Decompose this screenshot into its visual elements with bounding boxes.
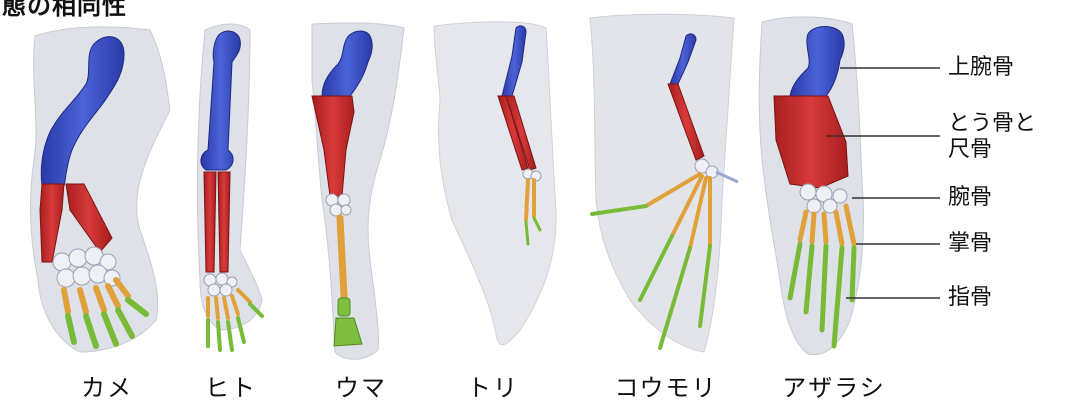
panel-human: [197, 24, 262, 350]
caption-turtle: カメ: [72, 368, 142, 403]
legend-label-radius-ulna: とう骨と 尺骨: [948, 111, 1058, 163]
caption-human: ヒト: [196, 368, 266, 403]
bird-skin: [434, 22, 556, 345]
caption-seal: アザラシ: [774, 368, 894, 403]
caption-horse: ウマ: [326, 368, 396, 403]
panel-bird: [434, 22, 556, 345]
legend-label-phalanges: 指骨: [948, 285, 992, 311]
panel-horse: [312, 23, 404, 359]
bat-skin: [590, 14, 734, 352]
legend-label-humerus: 上腕骨: [948, 55, 1014, 81]
caption-bird: トリ: [458, 368, 528, 403]
panel-bat: [590, 14, 738, 352]
legend-label-metacarpals: 掌骨: [948, 231, 992, 257]
panel-turtle: [31, 27, 170, 352]
horse-metacarpals: [340, 218, 344, 296]
caption-bat: コウモリ: [606, 368, 726, 403]
legend-label-carpals: 腕骨: [948, 185, 992, 211]
